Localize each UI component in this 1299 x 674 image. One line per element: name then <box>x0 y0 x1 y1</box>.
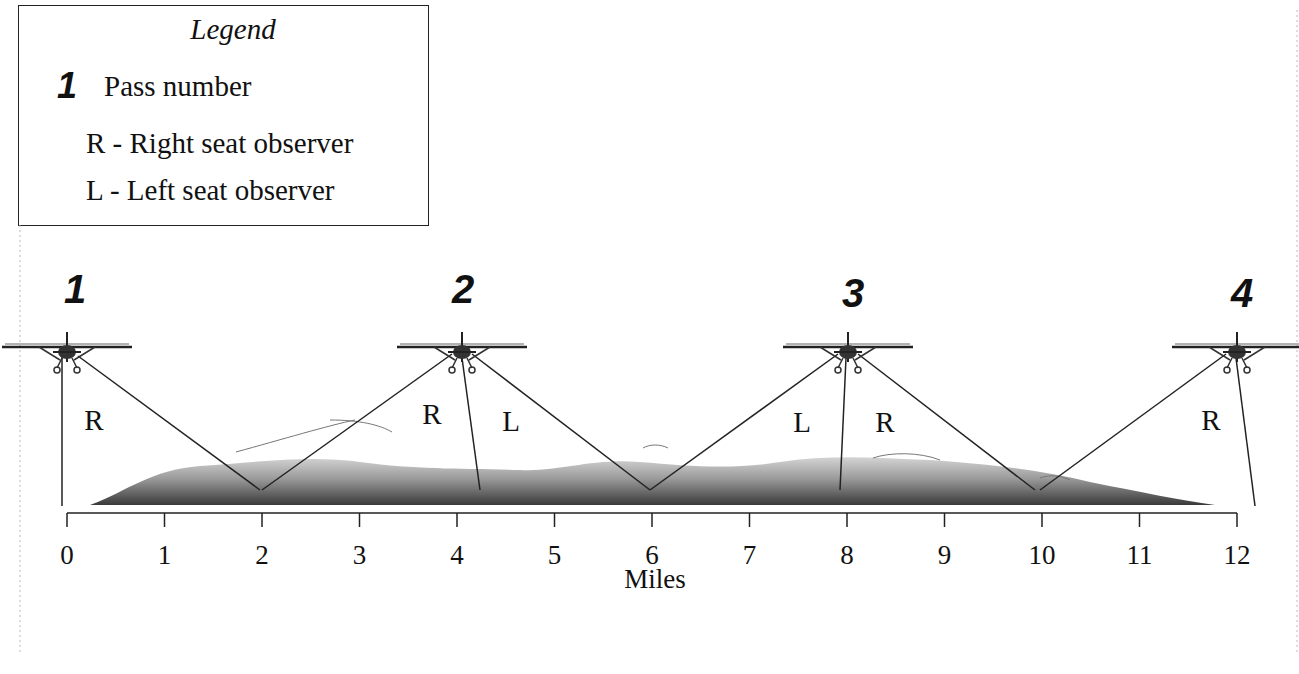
axis-tick-label: 7 <box>743 542 757 569</box>
axis-title: Miles <box>624 566 686 593</box>
legend-entry: Pass number <box>104 72 251 101</box>
pass-number: 2 <box>452 269 474 309</box>
axis-tick-label: 8 <box>840 542 854 569</box>
axis-tick-label: 1 <box>158 542 172 569</box>
terrain-sketch <box>236 420 1070 480</box>
airplane <box>397 332 527 373</box>
pass-number: 1 <box>64 269 86 309</box>
legend-heading: Legend <box>190 15 275 44</box>
legend-entry: R - Right seat observer <box>86 129 353 158</box>
observer-side: R <box>875 408 894 437</box>
airplane <box>783 332 913 373</box>
pass-number: 3 <box>842 273 864 313</box>
observer-side: R <box>422 400 441 429</box>
axis-tick-label: 3 <box>353 542 367 569</box>
sight-lines <box>62 354 1255 506</box>
observer-side: L <box>793 408 811 437</box>
axis-tick-label: 12 <box>1224 542 1251 569</box>
mile-axis <box>67 513 1237 527</box>
axis-tick-label: 9 <box>938 542 952 569</box>
airplane <box>1172 332 1299 373</box>
axis-tick-label: 0 <box>60 542 74 569</box>
axis-tick-label: 5 <box>548 542 562 569</box>
axis-tick-label: 10 <box>1029 542 1056 569</box>
axis-tick-label: 2 <box>255 542 269 569</box>
frame-line <box>20 10 1297 655</box>
axis-tick-label: 4 <box>450 542 464 569</box>
axis-tick-label: 11 <box>1127 542 1153 569</box>
airplane <box>2 332 132 373</box>
pass-number: 4 <box>1231 273 1253 313</box>
observer-side: L <box>502 407 520 436</box>
axis-tick-label: 6 <box>645 542 659 569</box>
terrain <box>90 457 1215 505</box>
observer-side: R <box>84 406 103 435</box>
legend-sample: 1 <box>57 68 77 104</box>
legend-box <box>19 6 429 226</box>
legend-entry: L - Left seat observer <box>86 176 335 205</box>
observer-side: R <box>1201 406 1220 435</box>
